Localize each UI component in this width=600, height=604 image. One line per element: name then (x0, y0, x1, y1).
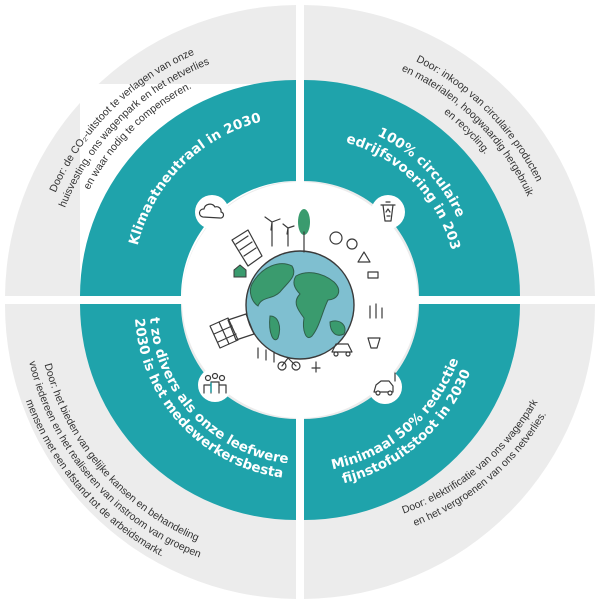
goal-segment-bottom-right (304, 304, 520, 520)
sustainability-icons (209, 209, 383, 373)
co2-cloud-icon (195, 195, 229, 229)
electric-car-icon (368, 370, 402, 404)
recycle-bin-icon (371, 195, 405, 229)
goal-segment-bottom-left (80, 304, 296, 520)
people-group-icon (198, 368, 232, 402)
goal-segment-top-right (304, 80, 520, 296)
goal-ring-segments (80, 80, 520, 520)
goal-segment-top-left (80, 80, 296, 296)
globe-illustration (245, 250, 355, 360)
